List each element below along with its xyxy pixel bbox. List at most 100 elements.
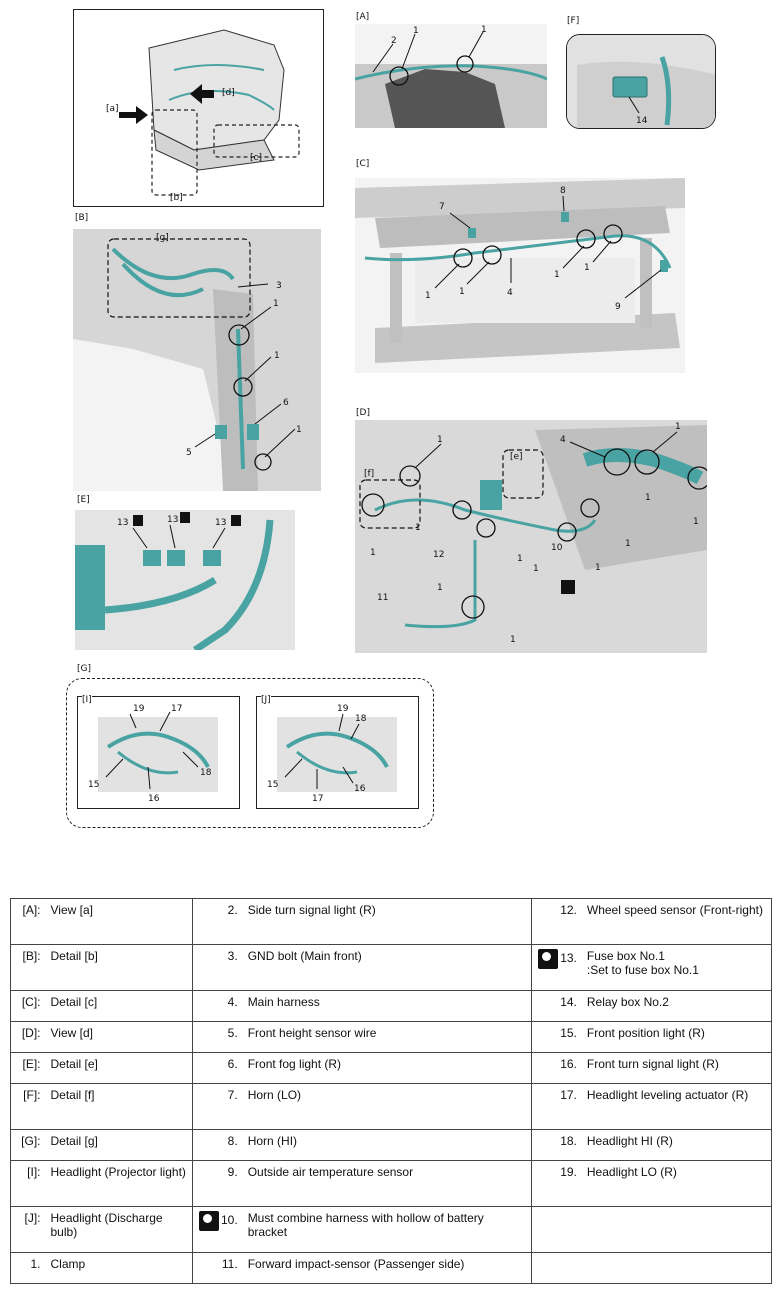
legend-value-text: Forward impact-sensor (Passenger side) — [247, 1257, 465, 1271]
panel-g-i-drawing: 19 17 18 15 16 — [88, 704, 218, 804]
legend-value-text: Detail [g] — [50, 1134, 98, 1148]
legend-value-text: Clamp — [50, 1257, 86, 1271]
legend-value: Clamp — [44, 1252, 193, 1284]
legend-value: Side turn signal light (R) — [241, 898, 533, 945]
panel-d-callout-1j: 1 — [437, 583, 443, 593]
panel-g-j-tag: [J] — [261, 695, 271, 705]
legend-value: Detail [f] — [44, 1083, 193, 1130]
legend-row: [G]:Detail [g]8.Horn (HI)18.Headlight HI… — [10, 1129, 772, 1161]
legend-value: Must combine harness with hollow of batt… — [241, 1206, 533, 1253]
panel-g-j-callout-19: 19 — [337, 704, 349, 714]
legend-key: [G]: — [10, 1129, 45, 1161]
legend-value: Headlight leveling actuator (R) — [580, 1083, 772, 1130]
legend-key: [D]: — [10, 1021, 45, 1053]
legend-key: 1. — [10, 1252, 45, 1284]
legend-table: [A]:View [a]2. Side turn signal light (R)… — [10, 898, 772, 1284]
legend-key: 15. — [531, 1021, 581, 1053]
legend-value — [580, 1206, 772, 1253]
panel-b-drawing: [g] 3 1 1 6 1 5 — [73, 229, 321, 491]
legend-value-text: Headlight LO (R) — [586, 1165, 677, 1179]
panel-b: [g] 3 1 1 6 1 5 — [73, 229, 321, 491]
panel-b-callout-1c: 1 — [296, 425, 302, 435]
legend-key: [E]: — [10, 1052, 45, 1084]
legend-value-text: Side turn signal light (R) — [247, 903, 376, 917]
legend-key: [A]: — [10, 898, 45, 945]
panel-d-callout-12: 12 — [433, 550, 444, 560]
legend-value: Front turn signal light (R) — [580, 1052, 772, 1084]
legend-value-text: Front height sensor wire — [247, 1026, 377, 1040]
panel-b-callout-1a: 1 — [273, 299, 279, 309]
overview-diagram: [a] [d] [c] [b] — [73, 9, 324, 207]
legend-value: Detail [c] — [44, 990, 193, 1022]
legend-value: Horn (LO) — [241, 1083, 533, 1130]
legend-row: [B]:Detail [b]3.GND bolt (Main front)13.… — [10, 944, 772, 991]
panel-e-tag: [E] — [77, 495, 90, 505]
panel-d-callout-1e: 1 — [625, 539, 631, 549]
legend-key: 5. — [191, 1021, 242, 1053]
legend-value-text: Detail [e] — [50, 1057, 98, 1071]
legend-value: Front fog light (R) — [241, 1052, 533, 1084]
legend-key: 2. — [191, 898, 242, 945]
panel-c-callout-1c: 1 — [554, 270, 560, 280]
legend-value-text: Relay box No.2 — [586, 995, 669, 1009]
legend-value: Front position light (R) — [580, 1021, 772, 1053]
panel-b-callout-5: 5 — [186, 448, 192, 458]
legend-value-text: Front fog light (R) — [247, 1057, 342, 1071]
panel-g-i-callout-16: 16 — [148, 794, 160, 804]
legend-value-text: Headlight leveling actuator (R) — [586, 1088, 749, 1102]
panel-c-tag: [C] — [356, 159, 370, 169]
panel-e-marker-c-icon — [231, 515, 241, 526]
panel-b-sub-g: [g] — [156, 233, 169, 243]
panel-e-callout-13c: 13 — [215, 518, 226, 528]
legend-value: View [a] — [44, 898, 193, 945]
panel-g-j-callout-15: 15 — [267, 780, 278, 790]
legend-key: 17. — [531, 1083, 581, 1130]
legend-row: [D]: View [d] 5. Front height sensor wire 15… — [10, 1021, 772, 1053]
panel-c-callout-1b: 1 — [459, 287, 465, 297]
panel-g: 19 17 18 15 16 [I] 19 18 15 17 16 [J] — [66, 678, 434, 828]
panel-a-drawing: 1 1 2 — [355, 25, 547, 128]
panel-e: 13 13 13 — [75, 510, 295, 650]
legend-key: 6. — [191, 1052, 242, 1084]
panel-f-tag: [F] — [567, 16, 580, 26]
legend-key: 3. — [191, 944, 242, 991]
panel-c-callout-4: 4 — [507, 288, 513, 298]
panel-d-drawing: 1 4 1 1 1 1 1 1 1 1 12 10 1 1 11 1 [f] [… — [355, 420, 707, 653]
legend-row: [E]: Detail [e] 6. Front fog light (R) 16. Fr… — [10, 1052, 772, 1084]
view-a-arrow-icon — [119, 106, 148, 124]
panel-f-callout-14: 14 — [636, 116, 648, 126]
legend-value: Detail [g] — [44, 1129, 193, 1161]
panel-b-tag: [B] — [75, 213, 89, 223]
panel-d-sub-e: [e] — [510, 452, 523, 462]
legend-value: Detail [e] — [44, 1052, 193, 1084]
panel-g-i-callout-17: 17 — [171, 704, 182, 714]
legend-key — [531, 1206, 581, 1253]
panel-g-i: 19 17 18 15 16 [I] — [77, 695, 240, 809]
panel-d-callout-1l: 1 — [510, 635, 516, 645]
overview-label-a: [a] — [106, 104, 119, 114]
legend-key: 11. — [191, 1252, 242, 1284]
legend-value-text: Headlight HI (R) — [586, 1134, 673, 1148]
panel-d-callout-1c: 1 — [645, 493, 651, 503]
legend-key: [I]: — [10, 1160, 45, 1207]
legend-key-text: 10. — [221, 1213, 238, 1228]
overview-label-c: [c] — [250, 153, 262, 163]
legend-value: Front height sensor wire — [241, 1021, 533, 1053]
legend-row: 1. Clamp 11. Forward impact-sensor (Passeng… — [10, 1252, 772, 1284]
legend-key: [F]: — [10, 1083, 45, 1130]
legend-value: Headlight LO (R) — [580, 1160, 772, 1207]
legend-key: 19. — [531, 1160, 581, 1207]
panel-a-tag: [A] — [356, 12, 370, 22]
panel-b-callout-6: 6 — [283, 398, 289, 408]
panel-d-callout-1d: 1 — [693, 517, 699, 527]
legend-value-text: Outside air temperature sensor — [247, 1165, 414, 1179]
legend-key: 14. — [531, 990, 581, 1022]
panel-d: 1 4 1 1 1 1 1 1 1 1 12 10 1 1 11 1 [f] [… — [355, 420, 707, 653]
legend-key: 16. — [531, 1052, 581, 1084]
panel-a: 1 1 2 — [355, 24, 547, 128]
panel-c-callout-7: 7 — [439, 202, 445, 212]
legend-value-text: Headlight (Projector light) — [50, 1165, 186, 1179]
legend-value-text: View [d] — [50, 1026, 93, 1040]
legend-value-text: Front turn signal light (R) — [586, 1057, 719, 1071]
